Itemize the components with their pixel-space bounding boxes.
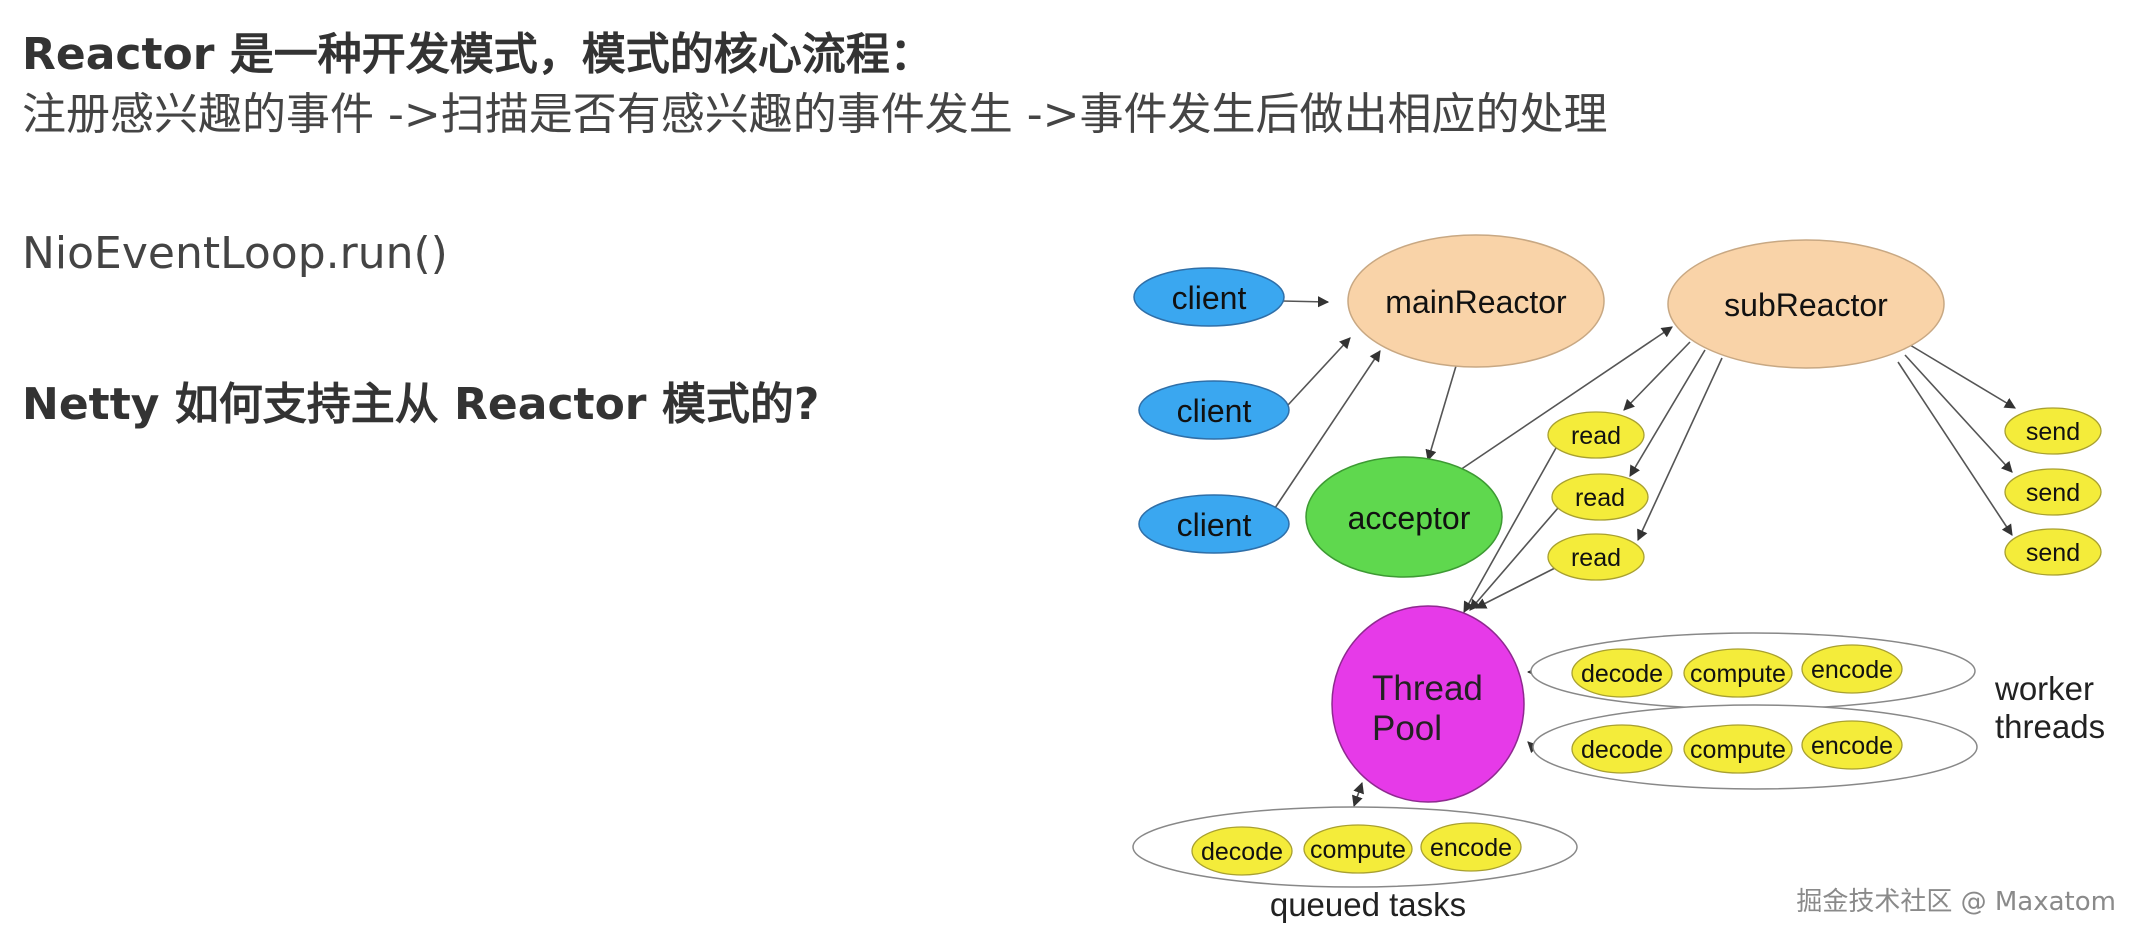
arrow-client1-main (1281, 296, 1330, 308)
arrow-sub-read2 (1629, 349, 1706, 477)
client-nodes: client client client (1133, 267, 1290, 554)
client-node-2: client (1138, 380, 1290, 440)
diagram-connectors (1274, 296, 2016, 808)
main-reactor-label: mainReactor (1385, 284, 1567, 320)
worker-task-compute: compute (1683, 648, 1793, 698)
thread-pool-label-line2: Pool (1372, 709, 1442, 748)
task-label: decode (1201, 838, 1283, 866)
arrow-read1-pool (1463, 447, 1557, 613)
task-label: decode (1581, 736, 1663, 764)
queued-tasks-label: queued tasks (1270, 886, 1466, 923)
task-label: decode (1581, 660, 1663, 688)
read-node-3: read (1547, 533, 1645, 581)
arrow-main-acceptor (1425, 365, 1457, 462)
client-node-1: client (1133, 267, 1285, 327)
worker-label-line2: threads (1995, 708, 2105, 745)
acceptor-label: acceptor (1348, 500, 1471, 536)
queued-tasks-group: decode compute encode (1132, 806, 1578, 888)
code-line: NioEventLoop.run() (22, 228, 448, 279)
arrow-sub-send2 (1904, 354, 2013, 473)
slide-subheading: 注册感兴趣的事件 ->扫描是否有感兴趣的事件发生 ->事件发生后做出相应的处理 (22, 89, 1608, 140)
read-node-1: read (1547, 411, 1645, 459)
read-label: read (1571, 544, 1621, 572)
task-label: compute (1310, 836, 1406, 864)
send-label: send (2026, 418, 2080, 446)
read-nodes: read read read (1547, 411, 1649, 581)
arrow-acceptor-sub (1459, 326, 1673, 471)
queued-task-compute: compute (1303, 824, 1413, 874)
queued-task-decode: decode (1191, 826, 1293, 876)
worker-task-decode: decode (1571, 648, 1673, 698)
worker-label-line1: worker (1994, 670, 2094, 707)
arrow-sub-send1 (1909, 344, 2016, 409)
send-node-1: send (2004, 407, 2102, 455)
worker-task-decode: decode (1571, 724, 1673, 774)
send-nodes: send send send (2004, 407, 2102, 576)
arrow-sub-read1 (1623, 341, 1691, 411)
thread-pool-label-line1: Thread (1372, 669, 1483, 708)
watermark: 掘金技术社区 @ Maxatom (1796, 887, 2116, 917)
send-node-3: send (2004, 528, 2102, 576)
read-node-2: read (1551, 473, 1649, 521)
worker-thread-row-1: decode compute encode (1530, 632, 1976, 710)
task-label: encode (1811, 732, 1893, 760)
slide-heading: Reactor 是一种开发模式，模式的核心流程： (22, 29, 934, 80)
arrow-sub-send3 (1897, 361, 2013, 536)
arrow-read3-pool (1475, 567, 1556, 609)
sub-reactor-label: subReactor (1724, 287, 1888, 323)
task-label: compute (1690, 660, 1786, 688)
client-node-3: client (1138, 494, 1290, 554)
worker-task-encode: encode (1801, 644, 1903, 694)
task-label: encode (1430, 834, 1512, 862)
send-node-2: send (2004, 468, 2102, 516)
queued-task-encode: encode (1420, 822, 1522, 872)
arrow-pool-queue (1352, 781, 1364, 808)
arrow-client2-main (1287, 337, 1351, 406)
worker-task-encode: encode (1801, 720, 1903, 770)
read-label: read (1575, 484, 1625, 512)
worker-task-compute: compute (1683, 724, 1793, 774)
client-label: client (1177, 507, 1252, 543)
sub-reactor-node: subReactor (1667, 239, 1945, 369)
acceptor-node: acceptor (1305, 456, 1503, 578)
slide-question: Netty 如何支持主从 Reactor 模式的? (22, 379, 820, 430)
send-label: send (2026, 479, 2080, 507)
client-label: client (1177, 393, 1252, 429)
task-label: compute (1690, 736, 1786, 764)
arrow-client3-main (1274, 350, 1381, 509)
thread-pool-node: Thread Pool (1331, 605, 1525, 803)
read-label: read (1571, 422, 1621, 450)
main-reactor-node: mainReactor (1347, 234, 1605, 368)
send-label: send (2026, 539, 2080, 567)
arrow-sub-read3 (1637, 357, 1723, 542)
arrow-read2-pool (1469, 507, 1559, 611)
client-label: client (1172, 280, 1247, 316)
worker-thread-row-2: decode compute encode (1532, 704, 1978, 790)
task-label: encode (1811, 656, 1893, 684)
